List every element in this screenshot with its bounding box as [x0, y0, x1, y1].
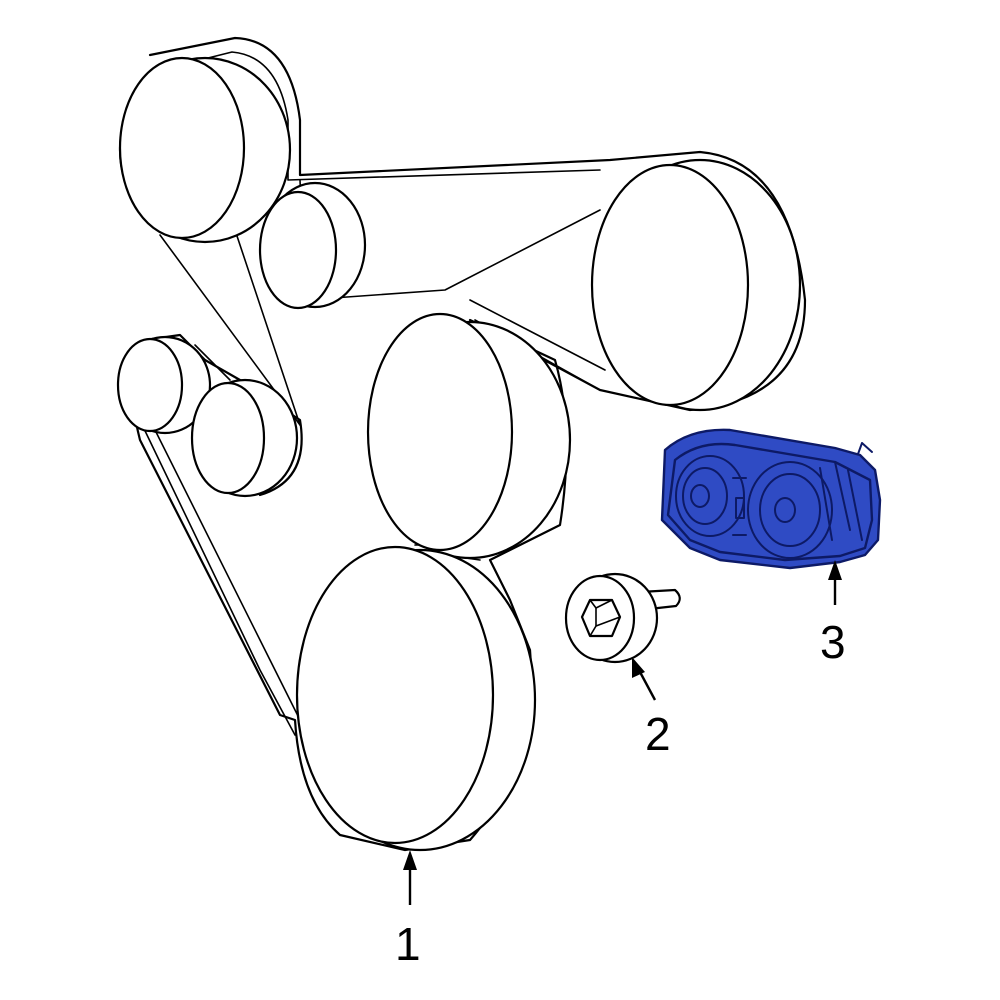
callout-label-2: 2 — [645, 708, 671, 760]
callout-1: 1 — [395, 850, 421, 970]
right-pulley — [590, 158, 802, 412]
upper-idler-pulley — [258, 181, 367, 310]
callout-3: 3 — [820, 560, 846, 668]
center-pulley — [366, 312, 572, 560]
top-left-pulley — [118, 56, 292, 244]
callout-2: 2 — [632, 657, 671, 760]
tensioner-bolt — [564, 572, 681, 664]
belt-tensioner-assembly — [660, 428, 882, 570]
crankshaft-pulley — [295, 545, 537, 852]
callout-label-1: 1 — [395, 918, 421, 970]
callout-label-3: 3 — [820, 616, 846, 668]
left-idler-pulley — [190, 378, 299, 498]
left-small-pulley — [116, 335, 212, 435]
